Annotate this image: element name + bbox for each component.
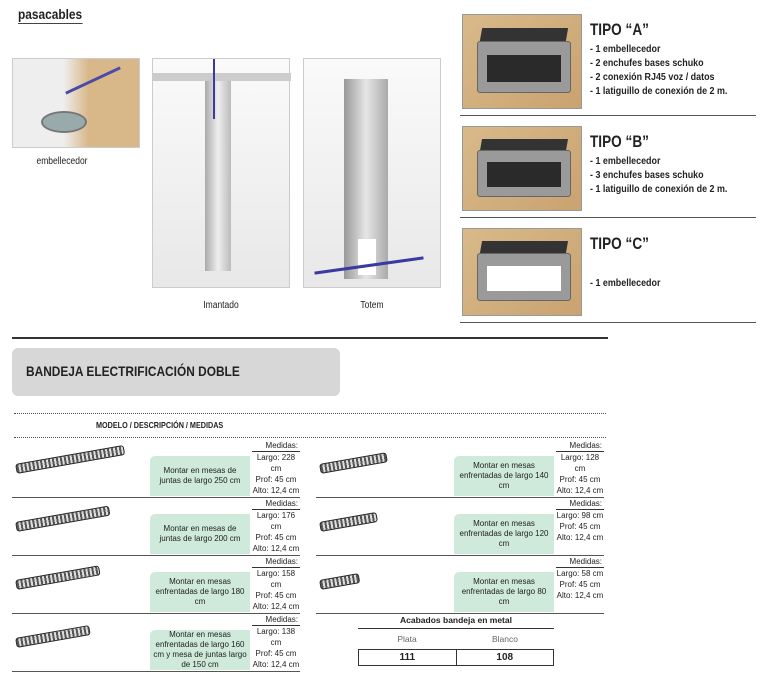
tipo-item: - 2 enchufes bases schuko <box>590 57 704 69</box>
alto: Alto: 12,4 cm <box>252 602 300 611</box>
prof: Prof: 45 cm <box>559 580 601 589</box>
tipo-item: - 1 latiguillo de conexión de 2 m. <box>590 85 728 97</box>
tipo-c-card: TIPO “C” - 1 embellecedor <box>460 226 756 323</box>
section-header-title: BANDEJA ELECTRIFICACIÓN DOBLE <box>26 363 240 379</box>
row-description: Montar en mesas enfrentadas de largo 160… <box>150 630 250 670</box>
bandeja-row: Montar en mesas enfrentadas de largo 160… <box>12 614 300 672</box>
tipo-item: - 1 embellecedor <box>590 43 661 55</box>
alto: Alto: 12,4 cm <box>556 591 604 600</box>
row-medidas: Medidas: Largo: 138 cm Prof: 45 cm Alto:… <box>252 614 300 670</box>
photo-caption: Totem <box>360 300 384 311</box>
medidas-label: Medidas: <box>252 498 300 510</box>
prof: Prof: 45 cm <box>255 533 297 542</box>
prof: Prof: 45 cm <box>255 475 297 484</box>
bandeja-image <box>319 573 361 590</box>
row-medidas: Medidas: Largo: 98 cm Prof: 45 cm Alto: … <box>556 498 604 543</box>
column-header: MODELO / DESCRIPCIÓN / MEDIDAS <box>96 420 224 430</box>
bandeja-row: Montar en mesas de juntas de largo 250 c… <box>12 440 300 498</box>
row-medidas: Medidas: Largo: 176 cm Prof: 45 cm Alto:… <box>252 498 300 554</box>
alto: Alto: 12,4 cm <box>252 660 300 669</box>
tipo-c-image <box>462 228 582 316</box>
section-title: pasacables <box>18 6 83 24</box>
bandeja-row: Montar en mesas enfrentadas de largo 80 … <box>316 556 604 614</box>
tipo-item: - 2 conexión RJ45 voz / datos <box>590 71 715 83</box>
tipo-b-image <box>462 126 582 211</box>
largo: Largo: 138 cm <box>256 627 296 647</box>
medidas-label: Medidas: <box>252 440 300 452</box>
totem-photo <box>303 58 441 288</box>
acabados-label: Blanco <box>492 634 518 644</box>
largo: Largo: 158 cm <box>256 569 296 589</box>
bandeja-row: Montar en mesas enfrentadas de largo 180… <box>12 556 300 614</box>
bandeja-image <box>15 444 126 474</box>
largo: Largo: 98 cm <box>556 511 604 520</box>
bandeja-row: Montar en mesas de juntas de largo 200 c… <box>12 498 300 556</box>
row-medidas: Medidas: Largo: 158 cm Prof: 45 cm Alto:… <box>252 556 300 612</box>
row-description: Montar en mesas enfrentadas de largo 140… <box>454 456 554 496</box>
tipo-item: - 3 enchufes bases schuko <box>590 169 704 181</box>
acabados-label: Plata <box>397 634 417 644</box>
dotted-divider <box>14 413 606 414</box>
photo-caption: Imantado <box>203 300 239 311</box>
tipo-title: TIPO “A” <box>590 20 649 39</box>
row-description: Montar en mesas enfrentadas de largo 120… <box>454 514 554 554</box>
medidas-label: Medidas: <box>556 498 604 510</box>
row-description: Montar en mesas enfrentadas de largo 80 … <box>454 572 554 612</box>
medidas-label: Medidas: <box>556 556 604 568</box>
acabados-value: 108 <box>455 650 554 665</box>
alto: Alto: 12,4 cm <box>556 533 604 542</box>
tipo-item: - 1 embellecedor <box>590 277 661 289</box>
bandeja-image <box>15 565 101 590</box>
acabados-title: Acabados bandeja en metal <box>358 615 554 629</box>
prof: Prof: 45 cm <box>559 475 601 484</box>
acabados-table: Acabados bandeja en metal Plata Blanco 1… <box>358 615 554 666</box>
acabados-value: 111 <box>399 652 416 663</box>
row-description: Montar en mesas enfrentadas de largo 180… <box>150 572 250 612</box>
bandeja-image <box>15 625 91 648</box>
row-medidas: Medidas: Largo: 58 cm Prof: 45 cm Alto: … <box>556 556 604 601</box>
bandeja-image <box>319 452 388 474</box>
medidas-label: Medidas: <box>252 556 300 568</box>
row-medidas: Medidas: Largo: 128 cm Prof: 45 cm Alto:… <box>556 440 604 496</box>
prof: Prof: 45 cm <box>559 522 601 531</box>
alto: Alto: 12,4 cm <box>252 544 300 553</box>
bandeja-image <box>15 505 111 532</box>
largo: Largo: 58 cm <box>556 569 604 578</box>
largo: Largo: 228 cm <box>256 453 296 473</box>
bandeja-image <box>319 512 378 532</box>
tipo-title: TIPO “B” <box>590 132 649 151</box>
photo-caption: embellecedor <box>36 156 88 167</box>
dotted-divider <box>14 437 606 438</box>
tipo-a-card: TIPO “A” - 1 embellecedor - 2 enchufes b… <box>460 12 756 116</box>
row-description: Montar en mesas de juntas de largo 250 c… <box>150 456 250 496</box>
row-medidas: Medidas: Largo: 228 cm Prof: 45 cm Alto:… <box>252 440 300 496</box>
prof: Prof: 45 cm <box>255 591 297 600</box>
imantado-photo <box>152 58 291 288</box>
embellecedor-photo <box>12 58 140 148</box>
largo: Largo: 176 cm <box>256 511 296 531</box>
bandeja-row: Montar en mesas enfrentadas de largo 120… <box>316 498 604 556</box>
alto: Alto: 12,4 cm <box>556 486 604 495</box>
divider <box>12 337 608 339</box>
largo: Largo: 128 cm <box>560 453 600 473</box>
tipo-title: TIPO “C” <box>590 234 649 253</box>
row-description: Montar en mesas de juntas de largo 200 c… <box>150 514 250 554</box>
medidas-label: Medidas: <box>252 614 300 626</box>
medidas-label: Medidas: <box>556 440 604 452</box>
tipo-b-card: TIPO “B” - 1 embellecedor - 3 enchufes b… <box>460 124 756 218</box>
section-header: BANDEJA ELECTRIFICACIÓN DOBLE <box>12 348 340 396</box>
tipo-item: - 1 embellecedor <box>590 155 661 167</box>
tipo-a-image <box>462 14 582 109</box>
prof: Prof: 45 cm <box>255 649 297 658</box>
tipo-item: - 1 latiguillo de conexión de 2 m. <box>590 183 728 195</box>
bandeja-row: Montar en mesas enfrentadas de largo 140… <box>316 440 604 498</box>
alto: Alto: 12,4 cm <box>252 486 300 495</box>
